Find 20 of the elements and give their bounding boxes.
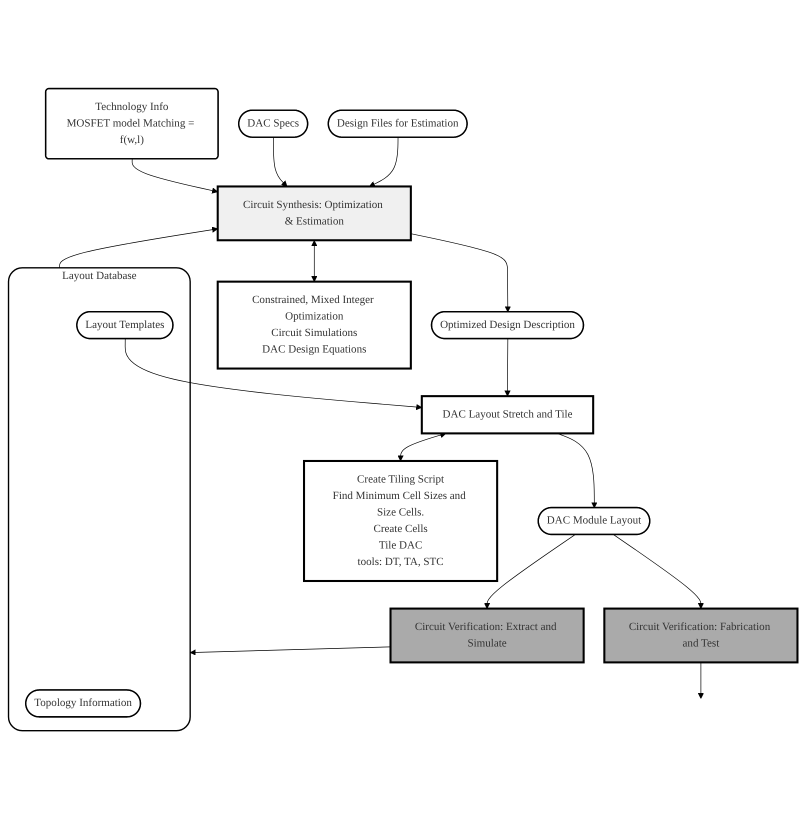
arrow bbox=[697, 662, 704, 699]
arrow bbox=[410, 233, 510, 312]
arrow bbox=[58, 226, 218, 268]
cluster bbox=[7, 267, 190, 732]
arrow bbox=[310, 240, 317, 282]
arrow bbox=[484, 534, 575, 609]
node-box bbox=[388, 607, 584, 664]
arrow bbox=[124, 338, 422, 410]
node-box bbox=[216, 280, 412, 370]
arrow bbox=[189, 646, 390, 656]
arrow bbox=[368, 137, 398, 187]
arrow bbox=[272, 137, 287, 187]
arrow bbox=[131, 158, 218, 194]
arrow bbox=[397, 432, 446, 462]
node-box bbox=[420, 395, 594, 434]
arrow bbox=[612, 534, 704, 609]
node-box bbox=[302, 460, 498, 582]
node-box bbox=[602, 607, 798, 664]
node-box bbox=[216, 185, 412, 242]
arrow bbox=[504, 338, 510, 396]
